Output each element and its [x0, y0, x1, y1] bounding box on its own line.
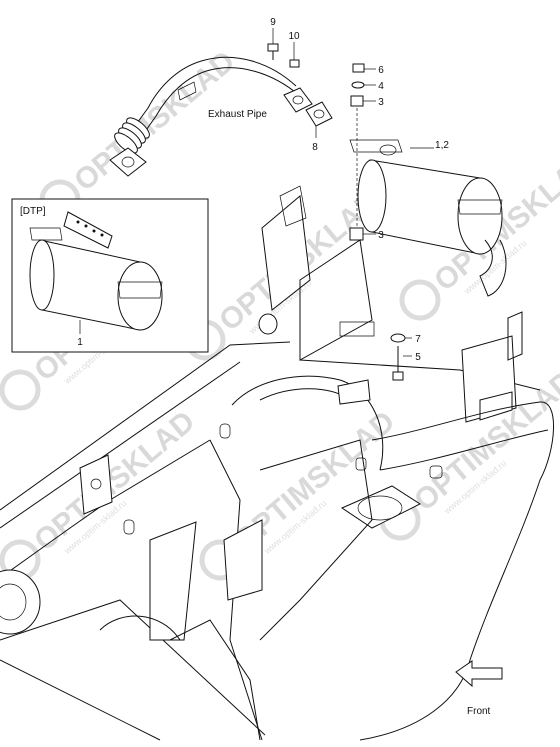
dtp-label: [DTP] [20, 206, 46, 217]
callout-8: 8 [312, 142, 318, 153]
pipe-bracket [177, 81, 197, 101]
callout-5: 5 [415, 352, 421, 363]
nut-6 [352, 63, 376, 73]
callout-10: 10 [288, 31, 300, 42]
pipe-bellows [114, 117, 150, 154]
callout-3-upper: 3 [378, 97, 384, 108]
front-label: Front [467, 706, 491, 717]
callout-3-lower: 3 [378, 230, 384, 241]
dtp-muffler [29, 211, 163, 334]
exhaust-pipe [109, 56, 313, 177]
callout-4: 4 [378, 81, 384, 92]
rubber-mount-3-lower [349, 227, 376, 241]
callout-9: 9 [270, 17, 276, 28]
gasket-8 [305, 101, 333, 138]
rubber-mount-3-upper [350, 95, 376, 107]
svg-text:OPTIMSKLAD: OPTIMSKLAD [68, 45, 241, 198]
dtp-inset: [DTP] 1 [11, 198, 209, 353]
dtp-pipe [63, 211, 113, 249]
bolt-9 [267, 28, 279, 60]
nut-10 [289, 42, 300, 68]
bolt-5 [392, 346, 412, 381]
callout-6: 6 [378, 65, 384, 76]
muffler-main [349, 139, 507, 297]
pipe-upper-flange [283, 87, 313, 113]
machine-frame [0, 185, 555, 741]
callout-7: 7 [415, 334, 421, 345]
callout-1-2: 1,2 [435, 140, 449, 151]
callout-1-dtp: 1 [77, 337, 83, 348]
muffler-bracket [349, 139, 403, 153]
washer-7 [390, 333, 412, 343]
front-arrow-icon [455, 660, 503, 688]
washer-4 [351, 81, 376, 89]
exhaust-pipe-label: Exhaust Pipe [208, 109, 267, 120]
pipe-lower-flange [109, 147, 147, 177]
